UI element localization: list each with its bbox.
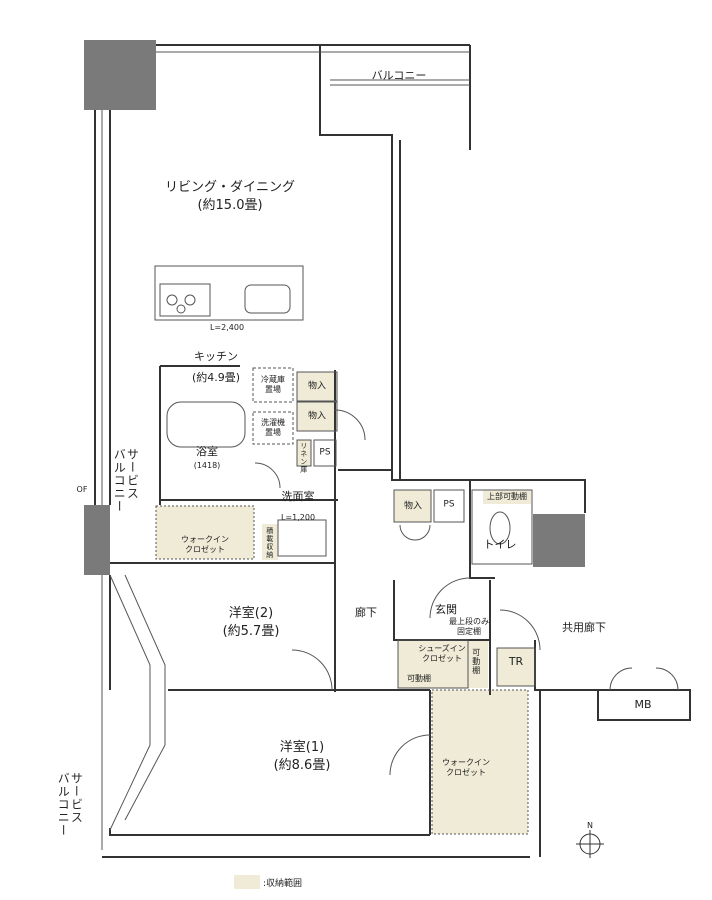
- storage-fill-tr: [497, 648, 535, 686]
- toilet-room: [471, 489, 533, 565]
- label-service-balcony-lower: サービス バルコニー: [56, 772, 84, 837]
- ps-box-2: [433, 489, 465, 523]
- label-ps-2: PS: [443, 499, 455, 510]
- storage-fill-movable: [468, 640, 488, 688]
- label-western2: 洋室(2): [228, 605, 274, 621]
- fridge-space: [252, 367, 294, 403]
- label-storage-hall: 物入: [403, 501, 423, 512]
- label-storage-1: 物入: [307, 381, 327, 392]
- label-bath-size: (1418): [193, 461, 221, 470]
- storage-areas: [156, 372, 535, 834]
- storage-fill-storage-hall: [394, 490, 431, 522]
- label-kitchen-size: (約4.9畳): [191, 371, 241, 385]
- bathtub: [166, 401, 246, 448]
- label-shoes-closet: シューズイン クロゼット: [418, 644, 466, 663]
- label-hallway: 廊下: [355, 606, 377, 620]
- label-linen: リネン庫: [299, 442, 308, 474]
- label-toilet: トイレ: [483, 538, 517, 552]
- label-ps-1: PS: [319, 447, 331, 458]
- storage-fill-walkin-closet: [156, 506, 254, 559]
- toilet-bowl: [489, 511, 511, 545]
- shoes-box: [397, 639, 469, 689]
- label-washer: 洗濯機 置場: [261, 418, 285, 437]
- label-living-dining: リビング・ダイニング: [164, 179, 296, 195]
- linen-box: [296, 439, 312, 467]
- label-movable-shelf: 可動棚: [407, 674, 431, 683]
- label-kitchen: キッチン: [194, 350, 238, 364]
- storage-fill-toilet-shelf: [483, 490, 531, 504]
- column-mid-left: [84, 505, 110, 575]
- label-vanity-length: L=1,200: [280, 513, 316, 522]
- wall-columns: [84, 40, 585, 575]
- stove: [159, 283, 211, 317]
- sink: [244, 284, 291, 314]
- tr-box: [496, 647, 536, 687]
- north-arrow: [576, 830, 604, 858]
- column-top-left: [84, 40, 156, 110]
- legend-swatch: [234, 875, 260, 889]
- storage-fill-kitchen-upper: [297, 372, 337, 401]
- kitchen-counter: [154, 265, 304, 321]
- label-washroom: 洗面室: [281, 490, 315, 504]
- walls: [94, 44, 691, 858]
- label-entrance: 玄関: [435, 603, 457, 617]
- column-right: [533, 514, 585, 567]
- storage-fill-slim: [262, 524, 278, 560]
- storage-hall: [393, 489, 432, 523]
- label-balcony: バルコニー: [371, 69, 427, 83]
- washer-space: [252, 411, 294, 445]
- storage-fill-shoes: [398, 640, 468, 688]
- label-western1-size: (約8.6畳): [273, 757, 331, 773]
- storage-fill-linen: [297, 440, 311, 466]
- storage-kitchen-upper: [296, 371, 338, 402]
- walkin-closet2-box: [431, 689, 529, 835]
- label-bathroom: 浴室: [196, 445, 218, 459]
- label-walkin-closet: ウォークイン クロゼット: [181, 535, 229, 554]
- walkin-closet-box: [155, 505, 255, 560]
- label-service-balcony-upper: サービス バルコニー: [112, 448, 140, 513]
- legend-text: :収納範囲: [263, 879, 303, 889]
- label-storage-2: 物入: [307, 411, 327, 422]
- label-top-shelf-only: 最上段のみ 固定棚: [449, 617, 489, 636]
- label-walkin-closet2: ウォークイン クロゼット: [442, 758, 490, 777]
- storage-kitchen-lower: [296, 401, 338, 432]
- label-tr: TR: [508, 655, 524, 669]
- label-upper-shelf: 上部可動棚: [487, 492, 527, 501]
- label-western1: 洋室(1): [279, 739, 325, 755]
- label-mb: MB: [634, 698, 652, 712]
- label-fridge: 冷蔵庫 置場: [261, 375, 285, 394]
- label-common-corridor: 共用廊下: [562, 621, 606, 635]
- label-living-dining-size: (約15.0畳): [197, 197, 263, 213]
- label-western2-size: (約5.7畳): [222, 623, 280, 639]
- label-movable-shelf-v: 可動棚: [471, 648, 481, 675]
- ps-box: [313, 439, 337, 467]
- storage-fill-kitchen-lower: [297, 402, 337, 431]
- storage-fill-walkin-closet2: [432, 690, 528, 834]
- label-of: OF: [76, 485, 88, 494]
- label-slim-storage: 積載収納: [265, 527, 274, 559]
- fixtures: [101, 51, 679, 850]
- label-counter-length: L=2,400: [209, 323, 245, 332]
- vanity: [277, 519, 327, 557]
- label-north: N: [587, 821, 593, 830]
